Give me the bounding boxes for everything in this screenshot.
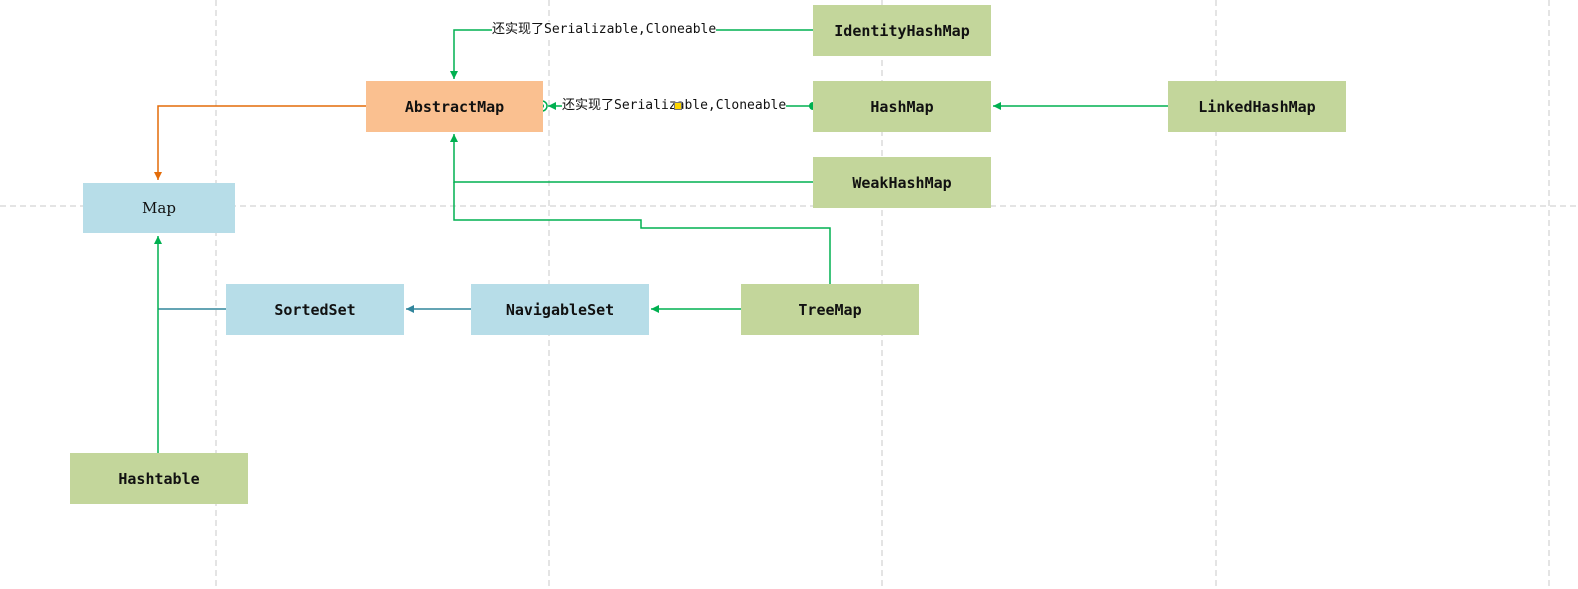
edge-label-identity-to-abstract: 还实现了Serializable,Cloneable bbox=[492, 22, 717, 38]
node-hashmap[interactable]: HashMap bbox=[813, 81, 991, 132]
node-treemap[interactable]: TreeMap bbox=[741, 284, 919, 335]
node-identityhashmap[interactable]: IdentityHashMap bbox=[813, 5, 991, 56]
edge-weakhashmap-to-abstractmap bbox=[450, 134, 813, 183]
node-hashtable[interactable]: Hashtable bbox=[70, 453, 248, 504]
node-linkedhashmap[interactable]: LinkedHashMap bbox=[1168, 81, 1346, 132]
node-navigableset[interactable]: NavigableSet bbox=[471, 284, 649, 335]
node-map[interactable]: Map bbox=[83, 183, 235, 233]
edge-abstractmap-to-map bbox=[154, 105, 366, 180]
node-abstractmap[interactable]: AbstractMap bbox=[366, 81, 543, 132]
label-handle-icon[interactable] bbox=[674, 102, 682, 110]
edge-treemap-to-abstractmap bbox=[453, 182, 831, 284]
node-sortedset[interactable]: SortedSet bbox=[226, 284, 404, 335]
node-weakhashmap[interactable]: WeakHashMap bbox=[813, 157, 991, 208]
